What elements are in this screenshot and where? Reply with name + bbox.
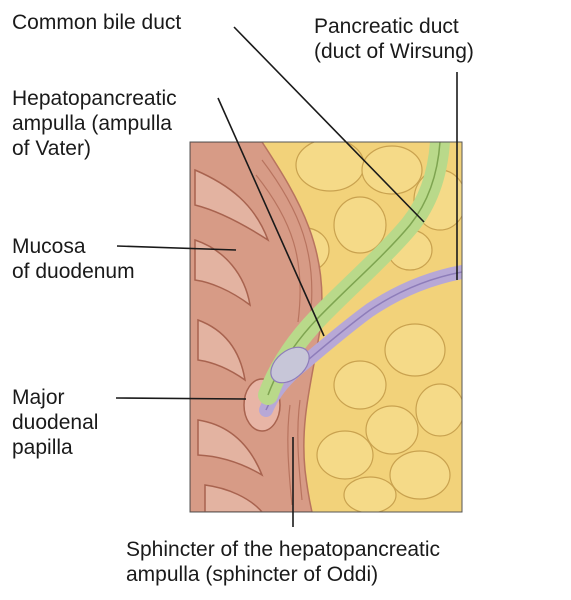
pancreatic-lobules (280, 142, 462, 512)
label-pancreatic-duct: Pancreatic duct (duct of Wirsung) (314, 15, 474, 63)
mucosal-folds (194, 168, 270, 512)
muscle-layer (255, 159, 313, 506)
label-major-duodenal-papilla: Major duodenal papilla (12, 386, 99, 459)
label-sphincter-of-oddi: Sphincter of the hepatopancreatic ampull… (126, 538, 441, 586)
label-common-bile-duct: Common bile duct (12, 11, 182, 34)
leader-major-papilla (115, 397, 247, 400)
leader-hepatopancreatic-ampulla (217, 97, 325, 337)
leader-common-bile-duct (233, 26, 425, 223)
anatomy-panel (190, 142, 462, 512)
leader-lines (115, 26, 458, 527)
panel-border (189, 141, 463, 513)
hepatopancreatic-ampulla (270, 346, 310, 384)
label-hepatopancreatic-ampulla: Hepatopancreatic ampulla (ampulla of Vat… (12, 87, 177, 160)
leader-mucosa (116, 245, 237, 251)
label-mucosa-of-duodenum: Mucosa of duodenum (12, 235, 135, 283)
